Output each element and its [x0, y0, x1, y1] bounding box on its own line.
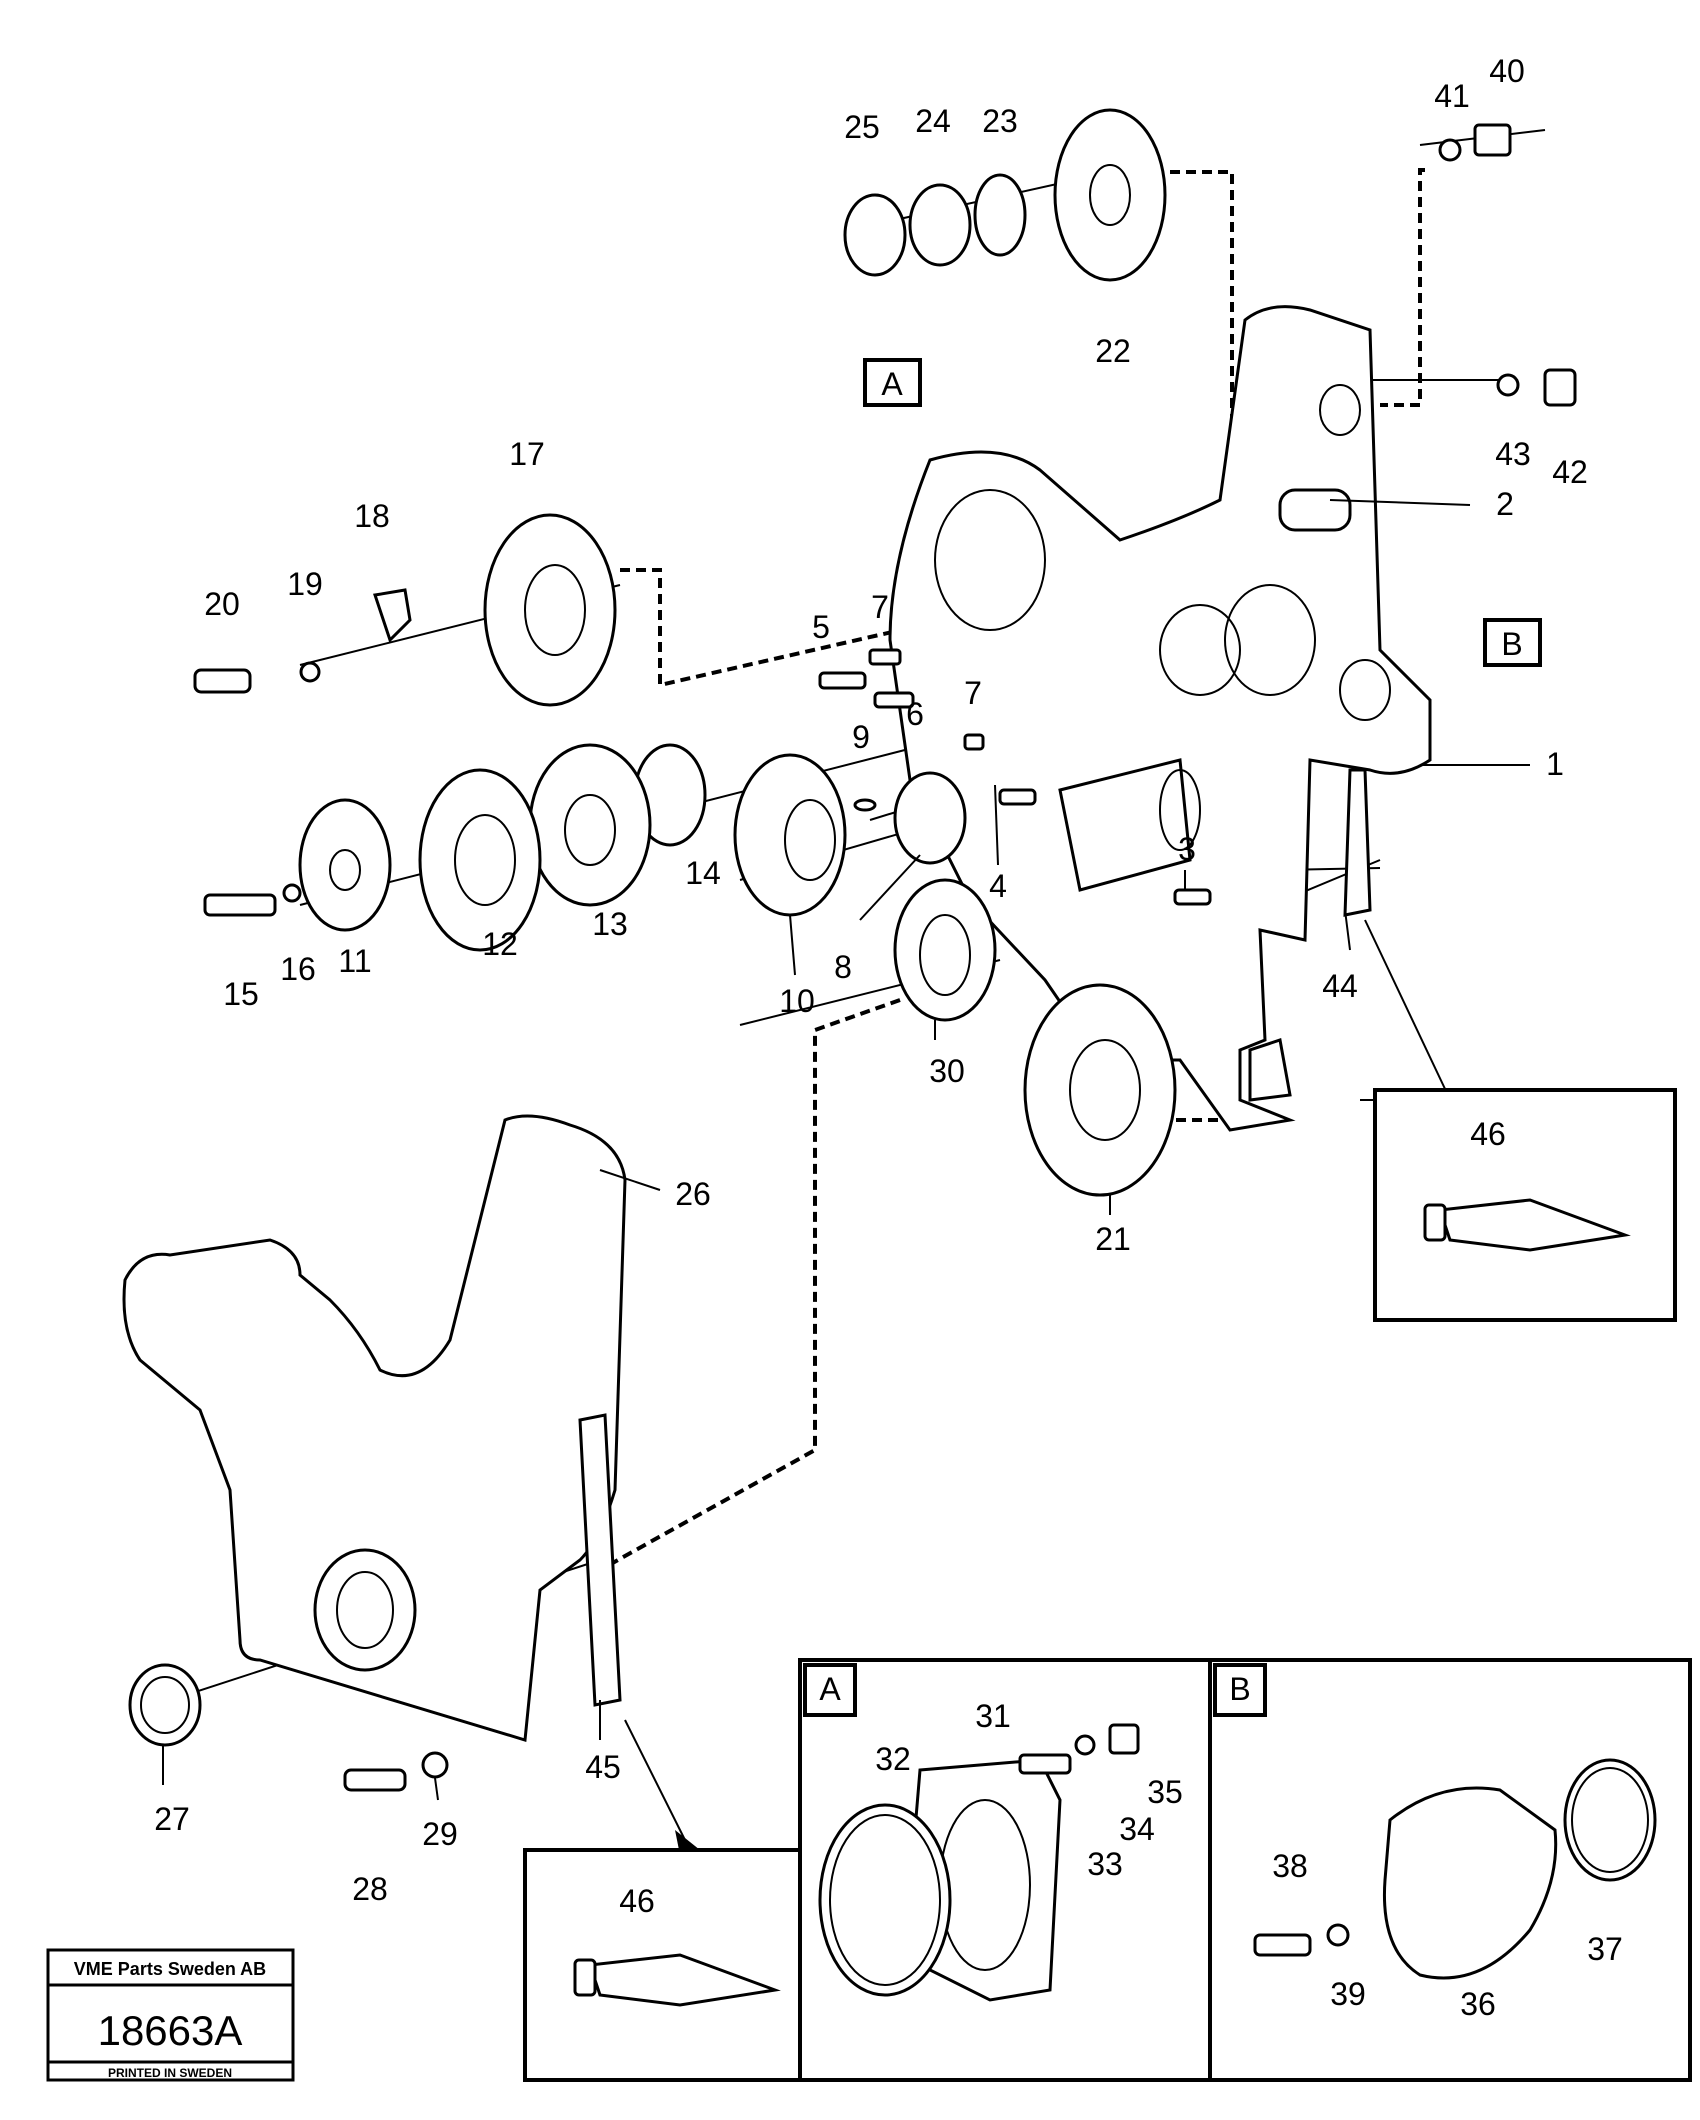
- view-marker-b-label: B: [1501, 626, 1522, 662]
- seal-bolt-washer: [128, 1663, 449, 1792]
- callout-22: 22: [1095, 333, 1131, 369]
- callout-46b: 46: [619, 1883, 655, 1919]
- camshaft-gear-assembly: [843, 108, 1167, 282]
- leader-lines: [162, 499, 1530, 1801]
- detail-b-label: B: [1229, 1671, 1250, 1707]
- view-marker-a: A: [863, 358, 922, 407]
- callout-28: 28: [352, 1871, 388, 1907]
- callout-7a: 7: [871, 589, 889, 625]
- detail-a-parts: [818, 1723, 1140, 2002]
- callout-13: 13: [592, 906, 628, 942]
- stamp-company: VME Parts Sweden AB: [74, 1959, 266, 1979]
- callout-32: 32: [875, 1741, 911, 1777]
- callout-23: 23: [982, 103, 1018, 139]
- timing-gear-case: [888, 305, 1432, 1132]
- gear-21: [1023, 983, 1177, 1197]
- callout-37: 37: [1587, 1931, 1623, 1967]
- gasket-45: [578, 1413, 622, 1707]
- callout-31: 31: [975, 1698, 1011, 1734]
- callout-9: 9: [852, 719, 870, 755]
- callout-40: 40: [1489, 53, 1525, 89]
- callout-30: 30: [929, 1053, 965, 1089]
- callout-44: 44: [1322, 968, 1358, 1004]
- callout-10: 10: [779, 983, 815, 1019]
- callout-2: 2: [1496, 486, 1514, 522]
- drawing-stamp: VME Parts Sweden AB 18663A PRINTED IN SW…: [46, 1948, 295, 2082]
- callout-14: 14: [685, 855, 721, 891]
- callout-20: 20: [204, 586, 240, 622]
- callout-12: 12: [482, 926, 518, 962]
- callout-labels: 1 2 3 4 5 6 7 7 8 9 10 11 12 13 14 15 16…: [154, 53, 1623, 2022]
- sealant-detail-box-45: [523, 1719, 817, 2082]
- dowel-and-gasket-44: [1173, 768, 1372, 917]
- callout-5: 5: [812, 609, 830, 645]
- callout-45: 45: [585, 1749, 621, 1785]
- callout-11: 11: [338, 943, 371, 979]
- detail-a-label: A: [819, 1671, 841, 1707]
- callout-41: 41: [1434, 78, 1470, 114]
- callout-27: 27: [154, 1801, 190, 1837]
- callout-34: 34: [1119, 1811, 1155, 1847]
- callout-39: 39: [1330, 1976, 1366, 2012]
- callout-43: 43: [1495, 436, 1531, 472]
- crank-gear-stack: [733, 648, 1037, 1022]
- callout-26: 26: [675, 1176, 711, 1212]
- timing-cover-26: [122, 1114, 627, 1742]
- callout-24: 24: [915, 103, 951, 139]
- view-marker-b: B: [1483, 618, 1542, 667]
- callout-8: 8: [834, 949, 852, 985]
- callout-17: 17: [509, 436, 545, 472]
- idler-gear-17-assembly: [193, 513, 617, 707]
- callout-4: 4: [989, 868, 1007, 904]
- callout-21: 21: [1095, 1221, 1131, 1257]
- callout-18: 18: [354, 498, 390, 534]
- callout-16: 16: [280, 951, 316, 987]
- callout-29: 29: [422, 1816, 458, 1852]
- view-marker-a-label: A: [881, 366, 903, 402]
- callout-6: 6: [906, 696, 924, 732]
- callout-1: 1: [1546, 746, 1564, 782]
- callout-25: 25: [844, 109, 880, 145]
- callout-38: 38: [1272, 1848, 1308, 1884]
- stamp-printed: PRINTED IN SWEDEN: [108, 2066, 232, 2080]
- callout-46a: 46: [1470, 1116, 1506, 1152]
- callout-33: 33: [1087, 1846, 1123, 1882]
- detail-b-parts: [1253, 1758, 1657, 1980]
- callout-35: 35: [1147, 1774, 1183, 1810]
- callout-36: 36: [1460, 1986, 1496, 2022]
- idler-hub-gear-stack: [203, 743, 707, 952]
- callout-19: 19: [287, 566, 323, 602]
- callout-15: 15: [223, 976, 259, 1012]
- callout-7b: 7: [964, 675, 982, 711]
- callout-3: 3: [1178, 831, 1196, 867]
- plug-bolts: [1438, 123, 1577, 407]
- callout-42: 42: [1552, 454, 1588, 490]
- stamp-drawing-number: 18663A: [98, 2007, 243, 2054]
- sealant-detail-box-44: [1364, 919, 1677, 1322]
